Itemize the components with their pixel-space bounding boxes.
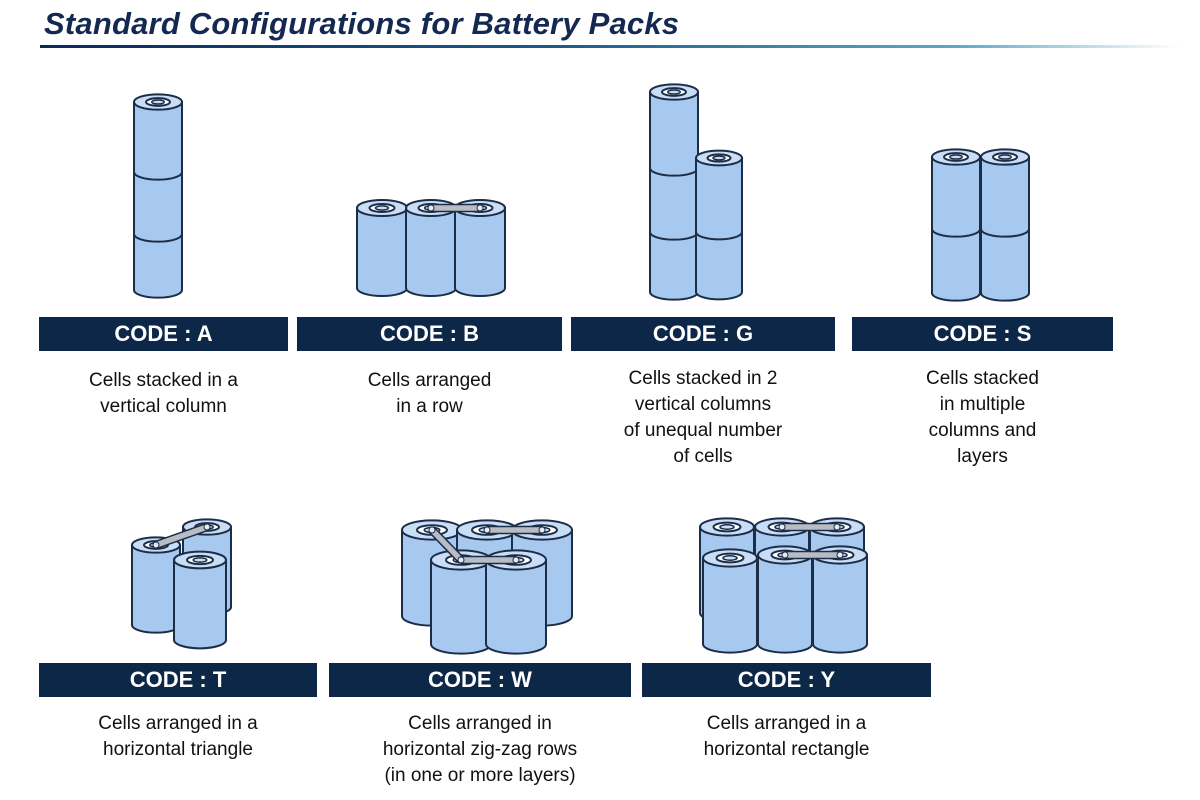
battery-cell [649, 83, 699, 301]
description-code-b: Cells arranged in a row [367, 370, 492, 417]
code-label-b: CODE : B [297, 317, 562, 351]
illustration-code-a [133, 93, 183, 299]
battery-cell [931, 148, 981, 302]
battery-cell [695, 149, 743, 301]
connector-strap [427, 203, 484, 213]
description-code-y: Cells arranged in a horizontal rectangle [703, 713, 870, 760]
battery-cell [356, 199, 408, 297]
battery-cell [702, 548, 758, 654]
connector-strap [457, 555, 520, 565]
description-code-t: Cells arranged in a horizontal triangle [98, 713, 258, 760]
battery-cell [980, 148, 1030, 302]
battery-cell [454, 199, 506, 297]
battery-cell [131, 536, 181, 634]
page-title: Standard Configurations for Battery Pack… [44, 6, 680, 41]
connector-strap [483, 525, 546, 535]
description-code-g: Cells stacked in 2 vertical columns of u… [623, 368, 783, 467]
title-underline [40, 45, 1180, 48]
code-label-a: CODE : A [39, 317, 288, 351]
illustration-code-s [931, 148, 1030, 302]
battery-cell [485, 549, 547, 655]
connector-strap [778, 522, 841, 532]
illustration-code-w [401, 519, 573, 655]
connector-strap [781, 550, 844, 560]
description-code-w: Cells arranged in horizontal zig-zag row… [382, 713, 578, 786]
illustration-code-b [356, 199, 506, 297]
battery-cell [757, 545, 813, 654]
code-label-w: CODE : W [329, 663, 631, 697]
code-label-g: CODE : G [571, 317, 835, 351]
battery-cell [173, 550, 227, 650]
illustration-code-y [699, 517, 868, 654]
description-code-s: Cells stacked in multiple columns and la… [926, 368, 1039, 467]
description-code-a: Cells stacked in a vertical column [89, 370, 238, 417]
connector-strap [152, 522, 211, 550]
illustration-code-t [131, 518, 232, 650]
code-label-y: CODE : Y [642, 663, 931, 697]
battery-cell [430, 549, 492, 655]
battery-cell [133, 93, 183, 299]
illustration-code-g [649, 83, 743, 301]
code-label-t: CODE : T [39, 663, 317, 697]
code-label-s: CODE : S [852, 317, 1113, 351]
battery-cell [812, 545, 868, 654]
battery-cell [405, 199, 457, 297]
